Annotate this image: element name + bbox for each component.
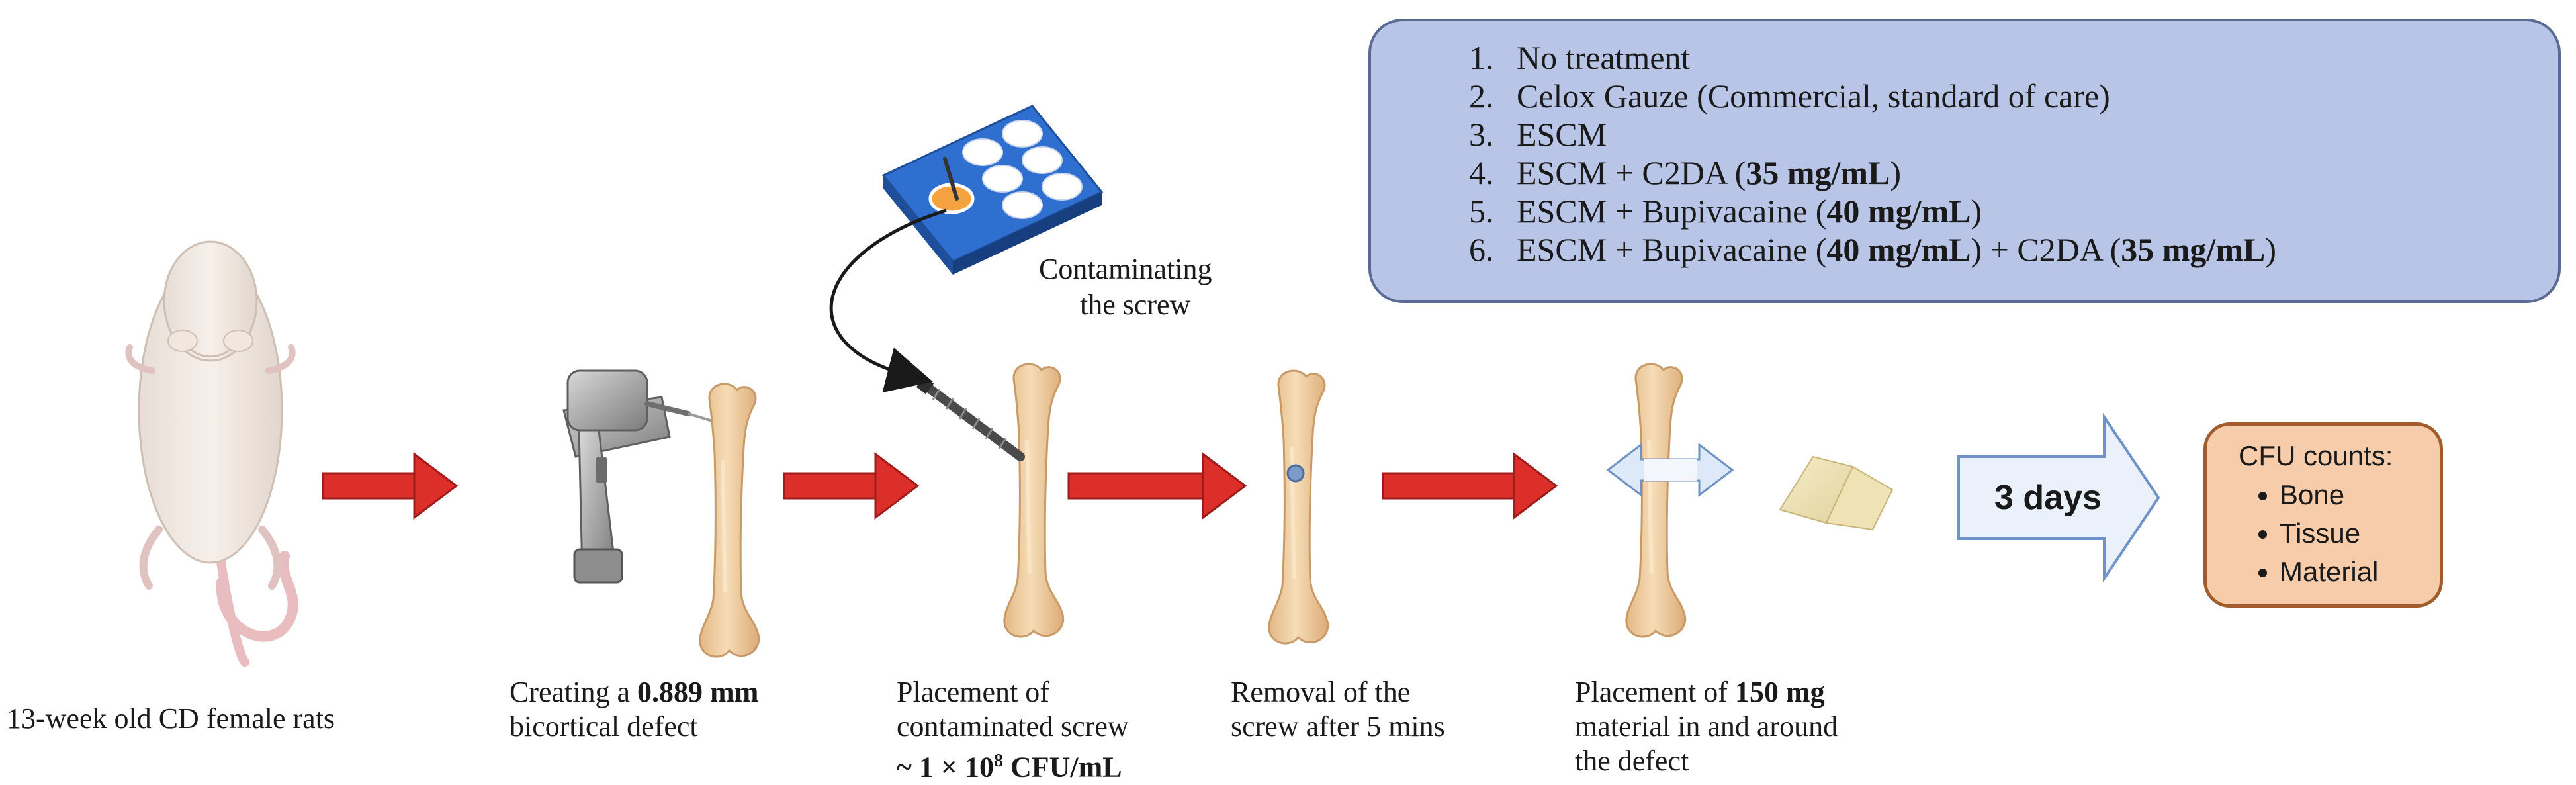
caption-line: screw after 5 mins xyxy=(1231,710,1445,744)
step-arrow-3 xyxy=(1067,452,1247,520)
caption-line: material in and around xyxy=(1575,710,1838,744)
rat-illustration xyxy=(125,240,298,667)
treatment-number: 4. xyxy=(1469,154,1494,191)
cfu-counts-list: Bone Tissue Material xyxy=(2239,476,2440,591)
treatment-groups-box: 1. No treatment 2. Celox Gauze (Commercial,… xyxy=(1368,19,2561,303)
treatment-5-seg-0: ESCM + Bupivacaine ( xyxy=(1517,193,1827,230)
well-plate-illustration xyxy=(881,105,1104,275)
step-4-line-0-seg-0: Placement of xyxy=(1575,676,1735,708)
step-1-line-1-seg-0: bicortical defect xyxy=(510,710,698,743)
step-3-line-0-seg-0: Removal of the xyxy=(1231,676,1411,708)
caption-line: 13-week old CD female rats xyxy=(7,702,335,736)
step-0-line-0-seg-0: 13-week old CD female rats xyxy=(7,702,335,735)
treatment-4-seg-2: ) xyxy=(1890,154,1902,191)
step-caption-rats: 13-week old CD female rats xyxy=(7,702,335,736)
treatment-2-seg-0: Celox Gauze (Commercial, standard of car… xyxy=(1517,77,2110,115)
step-4-line-1-seg-0: material in and around xyxy=(1575,710,1838,743)
treatment-6-seg-0: ESCM + Bupivacaine ( xyxy=(1517,231,1827,268)
cfu-item-material: Material xyxy=(2280,553,2440,591)
treatment-item-2: 2. Celox Gauze (Commercial, standard of c… xyxy=(1371,77,2558,115)
treatment-6-seg-2: ) + C2DA ( xyxy=(1971,231,2121,268)
caption-line: Placement of 150 mg xyxy=(1575,675,1838,710)
step-arrows xyxy=(322,452,1558,520)
step-4-line-0-seg-1: 150 mg xyxy=(1734,676,1825,708)
treatment-6-seg-1: 40 mg/mL xyxy=(1826,231,1971,268)
step-2-line-1-seg-0: contaminated screw xyxy=(897,710,1129,743)
treatment-item-1: 1. No treatment xyxy=(1371,38,2558,77)
femur-bone-step5 xyxy=(1626,364,1685,637)
cfu-counts-box: CFU counts: Bone Tissue Material xyxy=(2203,422,2443,608)
contaminating-screw-label: Contaminating the screw xyxy=(1039,252,1212,323)
step-1-line-0-seg-1: 0.889 mm xyxy=(637,676,759,708)
three-days-arrow xyxy=(1957,412,2160,583)
step-1-line-0-seg-0: Creating a xyxy=(510,676,638,708)
screw-illustration xyxy=(916,376,1025,461)
cfu-item-bone: Bone xyxy=(2280,476,2440,514)
step-arrow-1 xyxy=(322,452,459,520)
femur-bone-step3 xyxy=(1004,364,1063,637)
treatment-4-seg-1: 35 mg/mL xyxy=(1746,154,1890,191)
cfu-counts-title: CFU counts: xyxy=(2239,440,2393,471)
treatment-item-6: 6. ESCM + Bupivacaine (40 mg/mL) + C2DA (… xyxy=(1371,230,2558,269)
caption-line: Removal of the xyxy=(1231,675,1445,710)
treatment-3-seg-0: ESCM xyxy=(1517,116,1607,153)
step-3-line-1-seg-0: screw after 5 mins xyxy=(1231,710,1445,743)
caption-line: contaminated screw xyxy=(897,710,1129,744)
treatment-number: 6. xyxy=(1469,231,1494,268)
treatment-1-seg-0: No treatment xyxy=(1517,39,1691,76)
treatment-number: 5. xyxy=(1469,193,1494,230)
treatment-item-5: 5. ESCM + Bupivacaine (40 mg/mL) xyxy=(1371,192,2558,230)
treatment-number: 2. xyxy=(1469,77,1494,115)
caption-line: bicortical defect xyxy=(510,710,758,744)
material-double-arrow xyxy=(1606,442,1734,498)
defect-hole xyxy=(1286,464,1305,483)
treatment-number: 1. xyxy=(1469,39,1494,76)
caption-line: Placement of xyxy=(897,675,1129,710)
step-arrow-4 xyxy=(1382,452,1558,520)
femur-bone-step4 xyxy=(1269,371,1328,643)
drill-illustration xyxy=(562,369,722,584)
treatment-6-seg-4: ) xyxy=(2265,231,2276,268)
step-2-line-2-seg-1: 8 xyxy=(993,751,1003,771)
contamination-curve-arrow xyxy=(829,208,947,393)
caption-line: Creating a 0.889 mm xyxy=(510,675,758,710)
cfu-item-tissue: Tissue xyxy=(2280,514,2440,553)
treatment-number: 3. xyxy=(1469,116,1494,153)
step-arrow-2 xyxy=(783,452,920,520)
treatment-6-seg-3: 35 mg/mL xyxy=(2121,231,2266,268)
treatment-item-3: 3. ESCM xyxy=(1371,115,2558,154)
contaminating-label-line-1: Contaminating xyxy=(1039,253,1212,285)
femur-bone-step2 xyxy=(700,384,759,657)
treatment-4-seg-0: ESCM + C2DA ( xyxy=(1517,154,1746,191)
contaminating-label-line-2: the screw xyxy=(1080,289,1191,321)
treatment-5-seg-1: 40 mg/mL xyxy=(1826,193,1971,230)
caption-line: ~ 1 × 108 CFU/mL xyxy=(897,744,1129,785)
step-2-line-2-seg-2: CFU/mL xyxy=(1002,751,1122,784)
caption-line: the defect xyxy=(1575,744,1838,778)
step-2-line-0-seg-0: Placement of xyxy=(897,676,1049,708)
step-2-line-2-seg-0: ~ 1 × 10 xyxy=(897,751,994,784)
step-4-line-2-seg-0: the defect xyxy=(1575,745,1689,777)
material-sheet-illustration xyxy=(1779,455,1894,531)
three-days-label: 3 days xyxy=(1994,479,2102,517)
treatment-item-4: 4. ESCM + C2DA (35 mg/mL) xyxy=(1371,154,2558,192)
treatment-5-seg-2: ) xyxy=(1971,193,1982,230)
